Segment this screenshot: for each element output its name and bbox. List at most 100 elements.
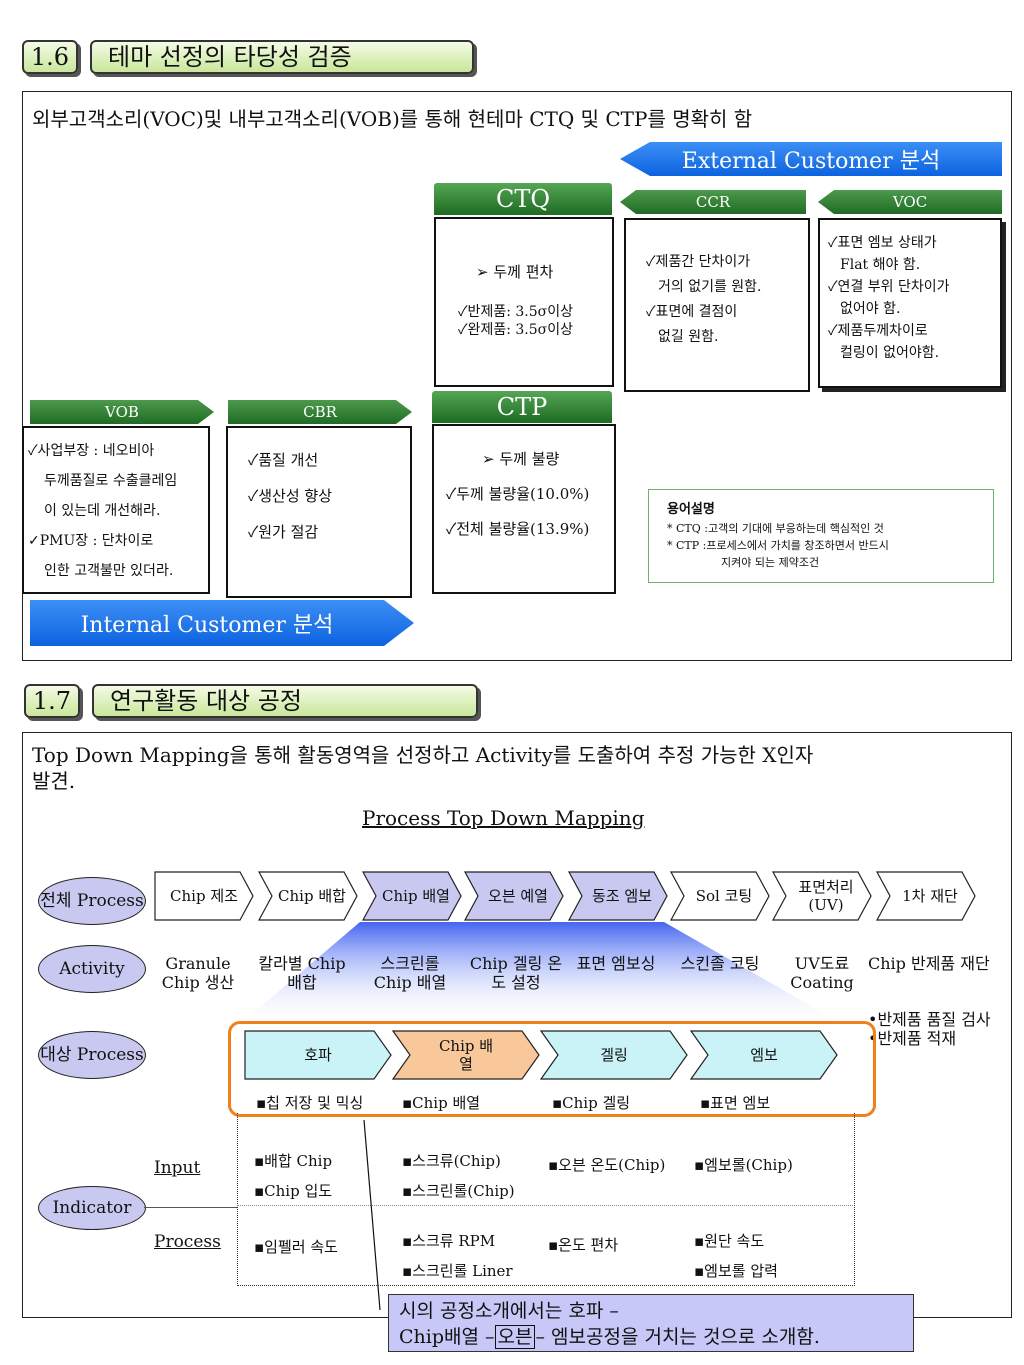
- vob-box: ✓사업부장 : 네오비아 두께품질로 수출클레임 이 있는데 개선해라. ✓PM…: [22, 426, 210, 594]
- internal-customer-arrow: Internal Customer 분석: [30, 600, 414, 646]
- oval-target-process: 대상 Process: [38, 1031, 146, 1079]
- process-item: ▪원단 속도: [694, 1232, 765, 1250]
- target-step: Chip 배열: [392, 1030, 540, 1080]
- input-col-1: ▪배합 Chip ▪Chip 입도: [254, 1146, 332, 1206]
- section-title: 연구활동 대상 공정: [92, 684, 478, 718]
- section-number: 1.6: [22, 40, 78, 74]
- target-step: 엠보: [690, 1030, 838, 1080]
- ccr-line: 거의 없기를 원함.: [658, 279, 762, 295]
- section-title: 테마 선정의 타당성 검증: [90, 40, 474, 74]
- activity-extra-line: •반제품 적재: [868, 1029, 957, 1048]
- process-step-label: 동조 엠보: [592, 887, 652, 905]
- section-number: 1.7: [24, 684, 80, 718]
- process-step: Sol 코팅: [670, 871, 770, 921]
- input-col-2: ▪스크류(Chip) ▪스크린롤(Chip): [402, 1146, 515, 1206]
- process-col-4: ▪원단 속도 ▪엠보롤 압력: [694, 1226, 778, 1286]
- voc-header: VOC: [818, 190, 1002, 214]
- activity-extra-line: •반제품 품질 검사: [868, 1010, 991, 1029]
- ctp-box: ➢ 두께 불량 ✓두께 불량율(10.0%) ✓전체 불량율(13.9%): [432, 424, 616, 594]
- ctq-box: ➢ 두께 편차 ✓반제품: 3.5σ이상 ✓완제품: 3.5σ이상: [434, 217, 614, 387]
- activity-label: 스킨졸 코팅: [680, 954, 760, 973]
- activity-label: Granule Chip 생산: [161, 954, 235, 992]
- target-item: ▪표면 엠보: [700, 1094, 771, 1112]
- vob-line: 이 있는데 개선해라.: [44, 503, 161, 519]
- intro-line: Top Down Mapping을 통해 활동영역을 선정하고 Activity…: [32, 743, 814, 767]
- process-item: ▪스크린롤 Liner: [402, 1262, 513, 1280]
- process-step: 1차 재단: [876, 871, 976, 921]
- cbr-box: ✓품질 개선 ✓생산성 향상 ✓원가 절감: [226, 426, 412, 598]
- process-step: 표면처리 (UV): [772, 871, 872, 921]
- voc-line: 없어야 함.: [840, 301, 901, 317]
- vob-line: 인한 고객불만 있더라.: [44, 563, 174, 579]
- oval-total-process: 전체 Process: [38, 877, 146, 925]
- target-step-label: 엠보: [750, 1046, 778, 1064]
- input-item: ▪Chip 입도: [254, 1182, 333, 1200]
- input-item: ▪배합 Chip: [254, 1152, 333, 1170]
- ccr-box: ✓제품간 단차이가 거의 없기를 원함. ✓표면에 결점이 없길 원함.: [624, 218, 810, 392]
- activity-label: Chip 겔링 온도 설정: [469, 954, 563, 992]
- process-step-label: Sol 코팅: [695, 887, 753, 905]
- intro-line: 발견.: [32, 769, 76, 793]
- vob-line: 두께품질로 수출클레임: [44, 473, 178, 489]
- note-line: 시의 공정소개에서는 호파 –: [399, 1300, 619, 1322]
- process-step: 동조 엠보: [568, 871, 668, 921]
- glossary-title: 용어설명: [667, 502, 715, 517]
- process-step: 오븐 예열: [464, 871, 564, 921]
- ctq-line: ➢ 두께 편차: [476, 263, 554, 281]
- activity-label: 스크린롤 Chip 배열: [373, 954, 447, 992]
- process-step: Chip 배열: [362, 871, 462, 921]
- process-item: ▪스크류 RPM: [402, 1232, 496, 1250]
- process-step-label: Chip 제조: [170, 887, 238, 905]
- mapping-title: Process Top Down Mapping: [362, 806, 645, 830]
- note-highlight: 오븐: [494, 1325, 536, 1349]
- target-item: ▪Chip 배열: [402, 1094, 481, 1112]
- target-item: ▪Chip 겔링: [552, 1094, 631, 1112]
- ccr-header: CCR: [620, 190, 806, 214]
- indicator-connector: [144, 1207, 237, 1208]
- note-part: – 엠보공정을 거치는 것으로 소개함.: [535, 1326, 820, 1348]
- process-label: Process: [154, 1232, 221, 1252]
- activity-label: 표면 엠보싱: [576, 954, 656, 973]
- glossary-line: 지켜야 되는 제약조건: [721, 556, 820, 569]
- process-step-label: 오븐 예열: [488, 887, 548, 905]
- vob-line: ✓사업부장 : 네오비아: [28, 443, 155, 459]
- target-step-label: 호파: [304, 1046, 332, 1064]
- process-item: ▪온도 편차: [548, 1236, 619, 1254]
- input-label: Input: [154, 1158, 201, 1178]
- oval-indicator: Indicator: [38, 1186, 146, 1230]
- note-part: Chip배열 –: [399, 1326, 495, 1348]
- internal-arrow-label: Internal Customer 분석: [80, 613, 334, 638]
- glossary-line: * CTP :프로세스에서 가치를 창조하면서 반드시: [667, 539, 889, 552]
- ctq-line: ✓반제품: 3.5σ이상: [458, 304, 573, 320]
- ccr-line: ✓제품간 단차이가: [646, 254, 751, 270]
- note-line: Chip배열 –오븐– 엠보공정을 거치는 것으로 소개함.: [399, 1324, 913, 1350]
- ctq-header: CTQ: [434, 183, 612, 215]
- target-step: 호파: [244, 1030, 392, 1080]
- intro-text: Top Down Mapping을 통해 활동영역을 선정하고 Activity…: [32, 742, 813, 794]
- process-step-label: Chip 배열: [382, 887, 450, 905]
- voc-line: Flat 해야 함.: [840, 257, 921, 273]
- target-step: 겔링: [540, 1030, 688, 1080]
- process-step-label: Chip 배합: [278, 887, 346, 905]
- ctq-line: ✓완제품: 3.5σ이상: [458, 322, 573, 338]
- ctp-line: ➢ 두께 불량: [482, 450, 560, 468]
- voc-line: ✓연결 부위 단차이가: [828, 279, 950, 295]
- process-item: ▪엠보롤 압력: [694, 1262, 778, 1280]
- intro-text: 외부고객소리(VOC)및 내부고객소리(VOB)를 통해 현테마 CTQ 및 C…: [32, 107, 753, 131]
- activity-extra: •반제품 품질 검사 •반제품 적재: [868, 1010, 991, 1048]
- ccr-line: 없길 원함.: [658, 329, 719, 345]
- oval-activity: Activity: [38, 945, 146, 993]
- process-step: Chip 배합: [258, 871, 358, 921]
- target-process-frame: [228, 1021, 876, 1117]
- glossary-box: 용어설명 * CTQ :고객의 기대에 부응하는데 핵심적인 것 * CTP :…: [648, 489, 994, 583]
- process-item: ▪임펠러 속도: [254, 1238, 338, 1256]
- indicator-divider: [237, 1205, 853, 1206]
- vob-line: ✓PMU장 : 단차이로: [28, 533, 154, 549]
- glossary-line: * CTQ :고객의 기대에 부응하는데 핵심적인 것: [667, 522, 884, 535]
- external-customer-arrow: External Customer 분석: [620, 142, 1002, 176]
- input-item: ▪엠보롤(Chip): [694, 1156, 793, 1174]
- voc-line: 컬링이 없어야함.: [840, 345, 940, 361]
- target-step-label: 겔링: [600, 1046, 628, 1064]
